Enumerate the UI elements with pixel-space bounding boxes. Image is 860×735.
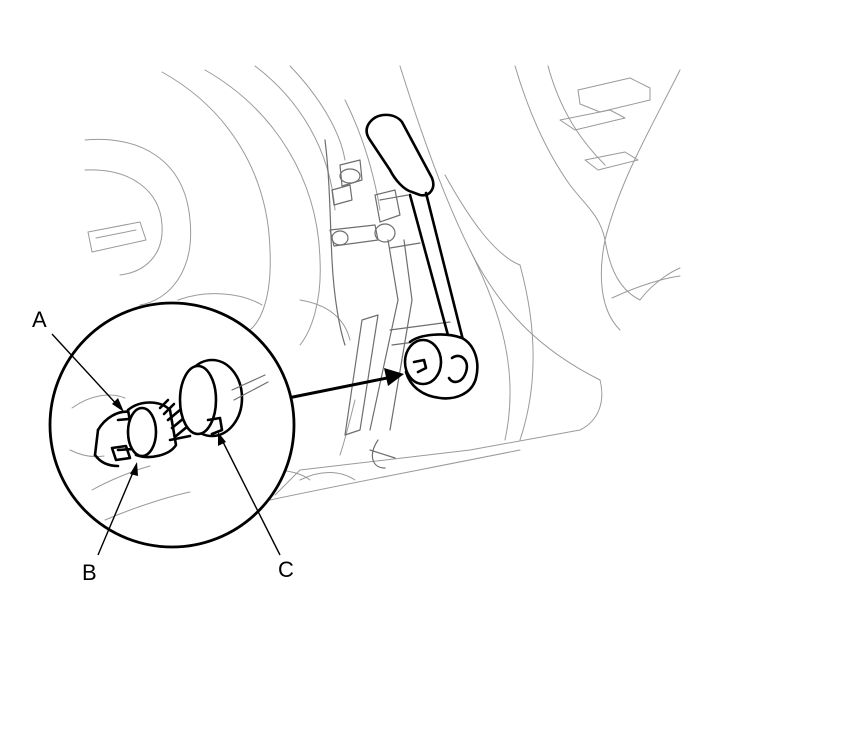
callout-b: B bbox=[82, 560, 97, 585]
leader-lines bbox=[51, 333, 281, 556]
brake-switch-installed bbox=[403, 333, 479, 400]
detail-arrow bbox=[287, 368, 404, 400]
callout-c: C bbox=[278, 557, 294, 582]
brake-pedal bbox=[365, 113, 468, 354]
detail-magnifier bbox=[48, 301, 296, 549]
pedal-bracket bbox=[324, 139, 451, 469]
callout-a: A bbox=[32, 307, 47, 332]
dashboard-background bbox=[84, 65, 681, 501]
